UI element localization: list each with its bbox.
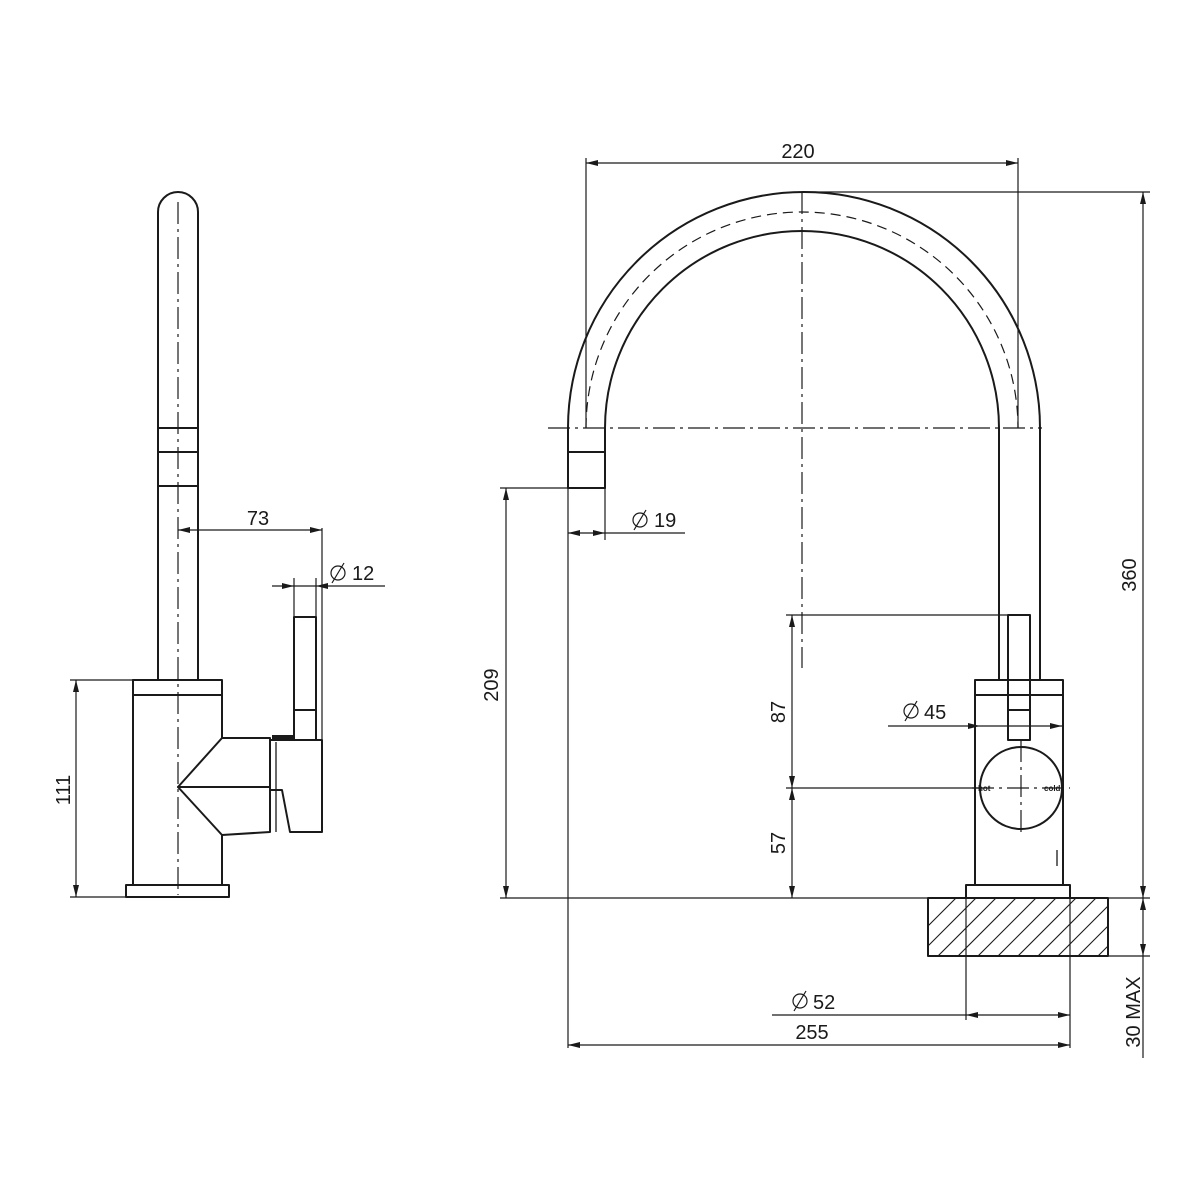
- dim-front-209-label: 209: [481, 668, 503, 701]
- dim-side-handle-dia: 12: [272, 562, 385, 617]
- dim-front-outlet-dia: 19: [567, 488, 685, 1048]
- dim-front-87-label: 87: [768, 701, 790, 723]
- dim-front-360-label: 360: [1119, 558, 1141, 591]
- dim-front-reach: 220: [585, 141, 1019, 428]
- front-spout-inner: [604, 230, 1000, 681]
- dim-side-12-label: 12: [352, 563, 374, 585]
- dim-side-73-label: 73: [247, 508, 269, 530]
- label-hot: hot: [978, 784, 991, 793]
- dim-front-base-dia: 52: [772, 898, 1071, 1048]
- dim-front-57-label: 57: [768, 832, 790, 854]
- front-deck-section: [927, 897, 1109, 957]
- dim-front-255-label: 255: [795, 1022, 828, 1044]
- front-handle-stem: [1007, 614, 1031, 741]
- dim-front-deck-thickness: 30 MAX: [1108, 898, 1150, 1058]
- dim-front-52-label: 52: [813, 992, 835, 1014]
- side-handle-cap: [269, 739, 323, 833]
- side-handle-indicator: [272, 735, 294, 739]
- dim-side-spout-offset: 73: [178, 508, 323, 740]
- side-handle-stem: [293, 616, 317, 741]
- side-handle-housing: [177, 737, 271, 836]
- dim-side-111-label: 111: [53, 775, 75, 805]
- side-base: [125, 884, 230, 898]
- side-spout-outline: [157, 191, 199, 681]
- dim-front-overall-height: 360: [802, 191, 1150, 898]
- side-view: 73 12 111: [53, 191, 385, 898]
- dim-side-body-height: 111: [53, 679, 133, 898]
- dim-front-45-label: 45: [924, 702, 946, 724]
- label-cold: cold: [1044, 784, 1061, 793]
- front-spout-outer: [567, 191, 1041, 681]
- side-body-top: [132, 679, 223, 739]
- front-base: [965, 884, 1071, 899]
- dim-front-19-label: 19: [654, 510, 676, 532]
- front-view: hot cold: [481, 141, 1150, 1058]
- dim-front-30max-label: 30 MAX: [1123, 976, 1145, 1047]
- dim-front-handle-dia: 45: [888, 700, 1062, 729]
- dim-front-overall-length: 255: [568, 1022, 1070, 1048]
- dim-front-220-label: 220: [781, 141, 814, 163]
- dim-front-outlet-height: 209: [481, 487, 568, 898]
- dim-front-handle-heights: 87 57: [768, 614, 1008, 898]
